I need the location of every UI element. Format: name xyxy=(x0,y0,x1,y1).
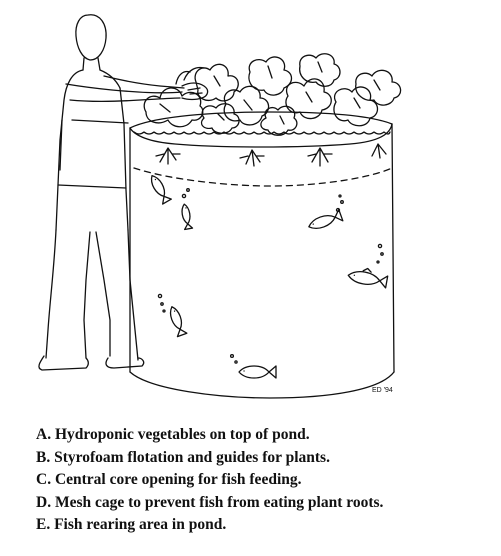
fish xyxy=(347,267,389,289)
fish xyxy=(181,203,194,231)
legend-item-e: E. Fish rearing area in pond. xyxy=(36,516,227,534)
man-figure xyxy=(38,14,209,371)
styrofoam-raft xyxy=(129,111,393,148)
legend-item-a: A. Hydroponic vegetables on top of pond. xyxy=(36,426,310,443)
fish xyxy=(169,306,188,338)
fish xyxy=(238,365,277,379)
plant-roots xyxy=(155,143,387,167)
legend-item-b: B. Styrofoam flotation and guides for pl… xyxy=(36,448,330,466)
fish xyxy=(308,208,344,229)
legend-item-c: C. Central core opening for fish feeding… xyxy=(36,471,302,489)
pond-tank xyxy=(129,123,395,399)
hydroponic-vegetables xyxy=(143,53,402,136)
aquaponics-pond-illustration: ED '94 xyxy=(38,14,402,399)
legend-list: A. Hydroponic vegetables on top of pond.… xyxy=(36,424,383,537)
artist-signature: ED '94 xyxy=(372,387,393,394)
legend-item-d: D. Mesh cage to prevent fish from eating… xyxy=(36,493,384,511)
fish xyxy=(150,174,172,205)
fish-group xyxy=(150,174,389,379)
